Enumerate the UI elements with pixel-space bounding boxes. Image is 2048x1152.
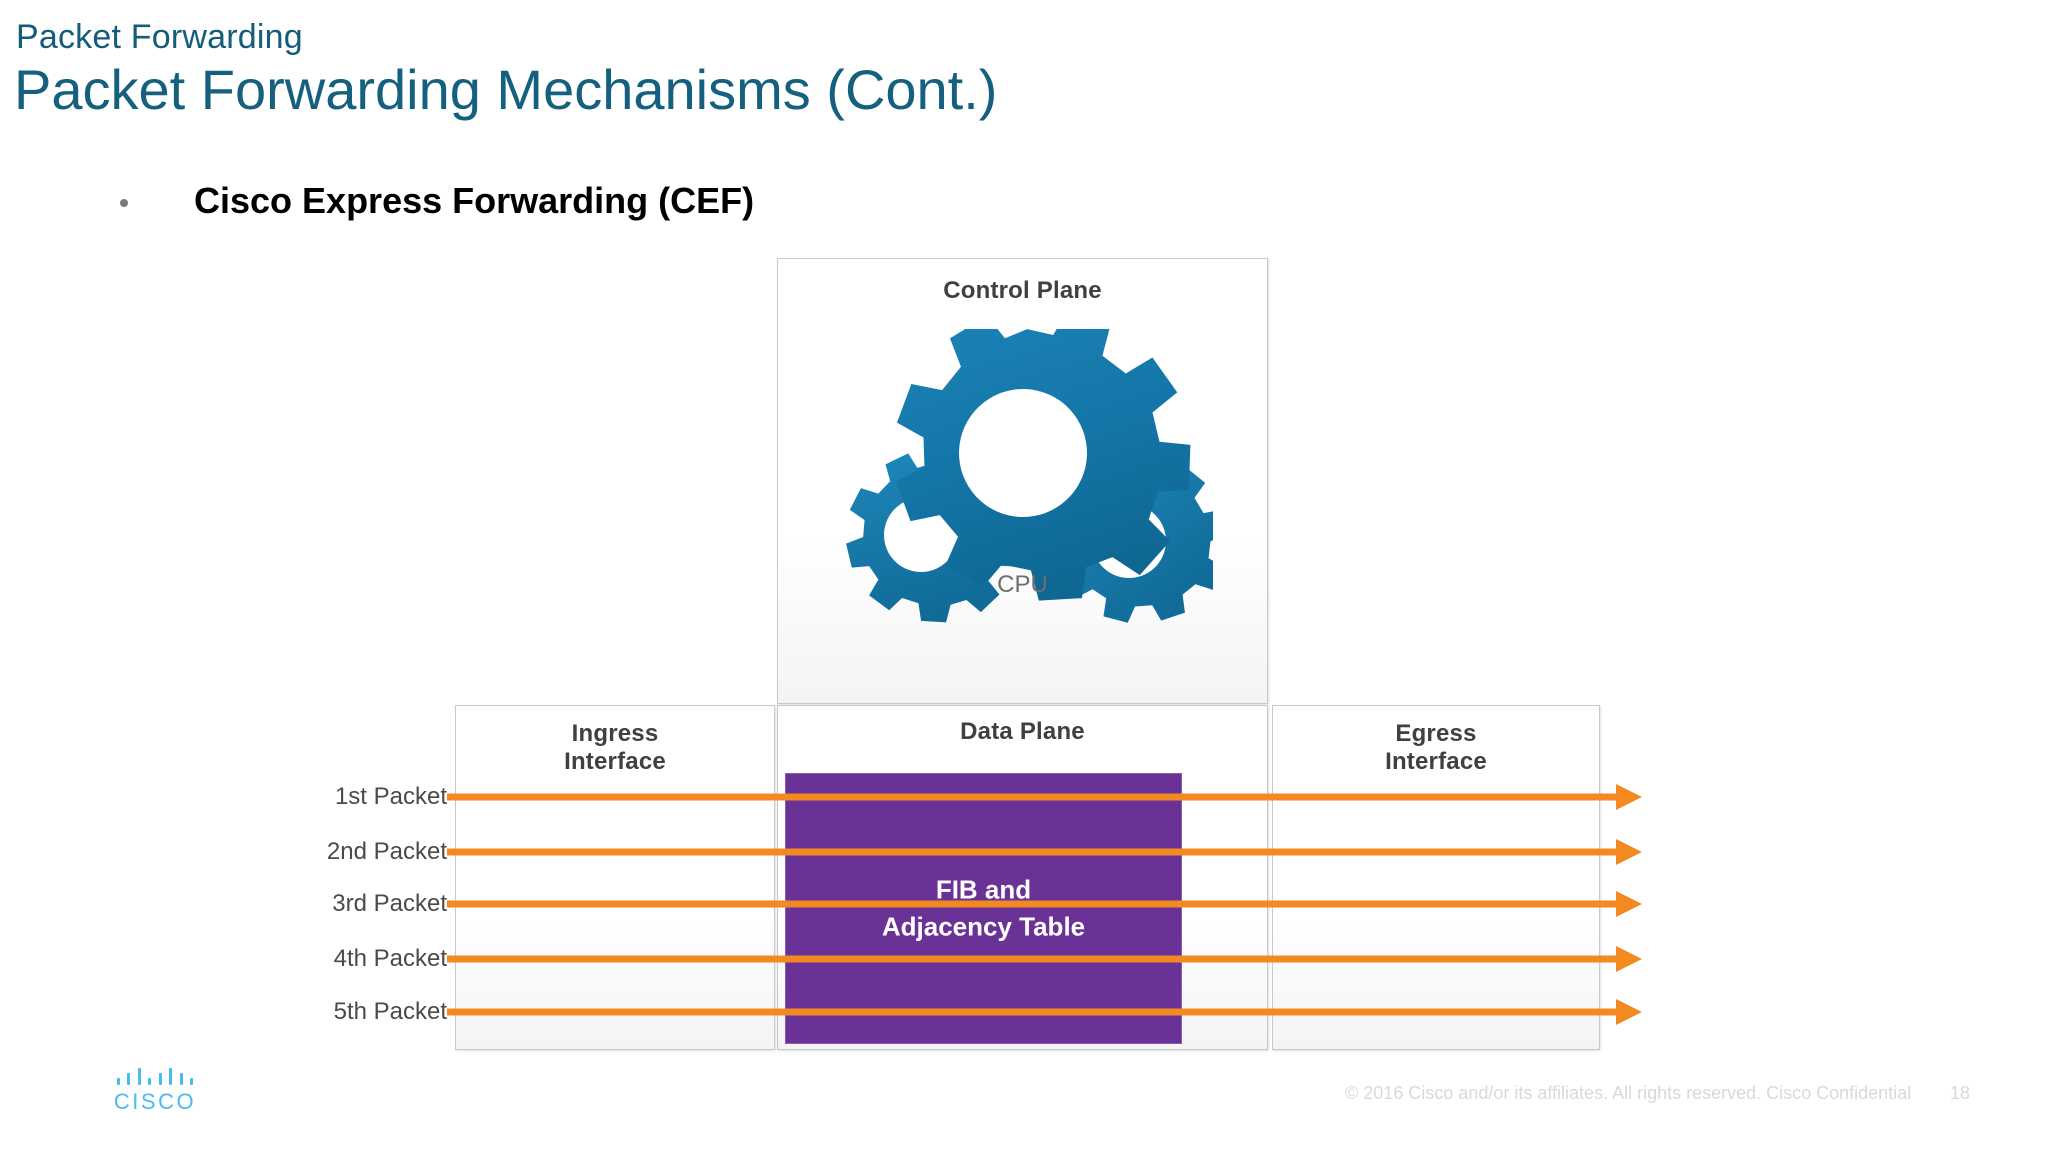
ingress-interface-title: Ingress Interface xyxy=(456,720,774,777)
bullet-label: Cisco Express Forwarding (CEF) xyxy=(194,180,755,221)
packet-label: 1st Packet xyxy=(334,783,447,810)
packet-label: 3rd Packet xyxy=(332,890,447,917)
packet-flow-arrow-head-icon xyxy=(1616,784,1642,810)
packet-flow-arrow-line xyxy=(447,955,1623,963)
bullet-list-item: Cisco Express Forwarding (CEF) xyxy=(120,180,754,222)
ingress-interface-panel: Ingress Interface xyxy=(455,705,775,1050)
bullet-dot-icon xyxy=(120,199,128,207)
cisco-logo: CISCO xyxy=(112,1068,198,1115)
packet-flow-arrow-line xyxy=(447,793,1623,801)
data-plane-panel: Data Plane xyxy=(777,705,1268,1050)
packet-flow-arrow-head-icon xyxy=(1616,999,1642,1025)
gears-icon xyxy=(833,306,1227,629)
control-plane-title: Control Plane xyxy=(943,277,1102,304)
packet-flow-arrow-head-icon xyxy=(1616,839,1642,865)
fib-adjacency-table-label: FIB and Adjacency Table xyxy=(786,871,1181,946)
slide-eyebrow: Packet Forwarding xyxy=(16,18,303,56)
fib-label-line1: FIB and xyxy=(935,873,1032,904)
fib-label-line2: Adjacency Table xyxy=(881,911,1086,942)
packet-label: 2nd Packet xyxy=(326,838,447,865)
cisco-wordmark: CISCO xyxy=(113,1089,197,1114)
packet-flow-arrow-line xyxy=(447,848,1623,856)
egress-interface-title: Egress Interface xyxy=(1273,720,1599,777)
cpu-label: CPU xyxy=(997,571,1048,598)
egress-interface-panel: Egress Interface xyxy=(1272,705,1600,1050)
footer-copyright: © 2016 Cisco and/or its affiliates. All … xyxy=(1345,1083,1912,1103)
ingress-title-line2: Interface xyxy=(564,748,666,776)
egress-title-line1: Egress xyxy=(1395,720,1477,747)
fib-adjacency-table-box: FIB and Adjacency Table xyxy=(785,773,1182,1044)
packet-label: 4th Packet xyxy=(333,945,447,972)
cisco-bars-icon xyxy=(117,1068,193,1085)
packet-label: 5th Packet xyxy=(333,998,447,1025)
egress-title-line2: Interface xyxy=(1385,748,1487,776)
footer-page-number: 18 xyxy=(1950,1083,1971,1103)
ingress-title-line1: Ingress xyxy=(571,720,659,747)
data-plane-title: Data Plane xyxy=(960,718,1085,745)
packet-flow-arrow-head-icon xyxy=(1616,946,1642,972)
page-title: Packet Forwarding Mechanisms (Cont.) xyxy=(14,58,998,121)
packet-flow-arrow-line xyxy=(447,900,1623,908)
packet-flow-arrow-head-icon xyxy=(1616,891,1642,917)
packet-flow-arrow-line xyxy=(447,1008,1623,1016)
control-plane-panel: Control Plane xyxy=(777,258,1268,704)
